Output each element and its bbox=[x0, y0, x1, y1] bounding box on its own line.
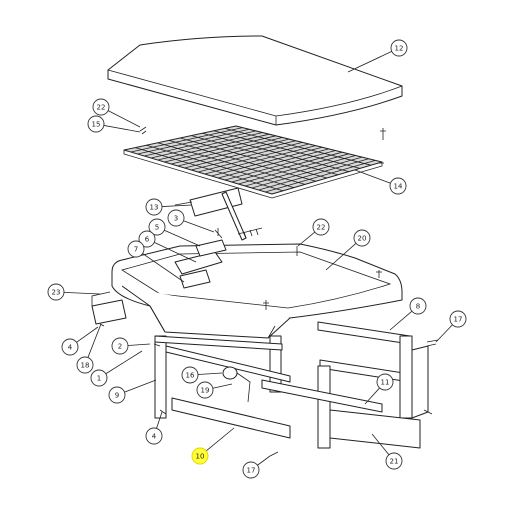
mount-bracket bbox=[174, 187, 243, 217]
callout-circle[interactable] bbox=[191, 447, 209, 465]
callout-11[interactable]: 11 bbox=[376, 373, 394, 391]
leader-line-12 bbox=[347, 51, 392, 73]
callout-circle[interactable] bbox=[409, 297, 427, 315]
callout-circle[interactable] bbox=[196, 381, 214, 399]
callout-circle[interactable] bbox=[389, 177, 407, 195]
callout-3[interactable]: 3 bbox=[167, 209, 185, 227]
leader-line-7 bbox=[142, 253, 185, 283]
leader-line-5 bbox=[164, 229, 201, 247]
leader-line-17 bbox=[257, 455, 271, 466]
frame-assembly bbox=[154, 321, 429, 449]
leader-line-3 bbox=[183, 220, 215, 233]
leader-line-14 bbox=[354, 169, 391, 184]
callout-circle[interactable] bbox=[108, 386, 126, 404]
callout-13[interactable]: 13 bbox=[145, 198, 163, 216]
callout-circle[interactable] bbox=[312, 218, 330, 236]
left-front-bracket bbox=[91, 291, 127, 325]
callout-14[interactable]: 14 bbox=[389, 177, 407, 195]
leader-line-9 bbox=[124, 379, 157, 393]
leader-line-21 bbox=[371, 433, 390, 456]
callout-15[interactable]: 15 bbox=[87, 115, 105, 133]
leader-line-22 bbox=[297, 231, 316, 247]
leader-line-17 bbox=[435, 324, 453, 343]
gate-assembly bbox=[174, 239, 227, 289]
callout-circle[interactable] bbox=[167, 209, 185, 227]
callout-circle[interactable] bbox=[127, 240, 145, 258]
callout-circle[interactable] bbox=[87, 115, 105, 133]
callout-circle[interactable] bbox=[148, 218, 166, 236]
callout-circle[interactable] bbox=[111, 337, 129, 355]
leader-line-6 bbox=[154, 242, 197, 263]
callout-20[interactable]: 20 bbox=[353, 229, 371, 247]
callout-circle[interactable] bbox=[90, 369, 108, 387]
leader-line-15 bbox=[103, 125, 141, 133]
callout-circle[interactable] bbox=[92, 98, 110, 116]
callout-17[interactable]: 17 bbox=[449, 310, 467, 328]
leader-line-20 bbox=[325, 243, 357, 271]
leader-line-8 bbox=[389, 310, 413, 331]
callout-12[interactable]: 12 bbox=[390, 39, 408, 57]
callout-23[interactable]: 23 bbox=[47, 283, 65, 301]
leader-line-18 bbox=[87, 323, 102, 358]
callout-7[interactable]: 7 bbox=[127, 240, 145, 258]
leader-line-1 bbox=[105, 350, 143, 375]
callout-circle[interactable] bbox=[353, 229, 371, 247]
callout-circle[interactable] bbox=[145, 427, 163, 445]
callout-22[interactable]: 22 bbox=[312, 218, 330, 236]
callout-circle[interactable] bbox=[376, 373, 394, 391]
callout-circle[interactable] bbox=[76, 356, 94, 374]
callout-circle[interactable] bbox=[242, 461, 260, 479]
leader-line-16 bbox=[197, 372, 223, 375]
lid-panel bbox=[107, 35, 403, 126]
callout-circle[interactable] bbox=[61, 338, 79, 356]
callout-16[interactable]: 16 bbox=[181, 366, 199, 384]
callout-8[interactable]: 8 bbox=[409, 297, 427, 315]
grate-screen bbox=[123, 125, 383, 199]
callout-circle[interactable] bbox=[47, 283, 65, 301]
leader-line-13 bbox=[161, 204, 193, 207]
callout-19[interactable]: 19 bbox=[196, 381, 214, 399]
callout-1[interactable]: 1 bbox=[90, 369, 108, 387]
hardware-marks bbox=[99, 126, 439, 457]
leader-line-2 bbox=[127, 343, 151, 346]
callout-circle[interactable] bbox=[138, 230, 156, 248]
callout-circle[interactable] bbox=[449, 310, 467, 328]
callout-17[interactable]: 17 bbox=[242, 461, 260, 479]
callout-4[interactable]: 4 bbox=[145, 427, 163, 445]
leader-line-4 bbox=[76, 326, 99, 343]
callout-21[interactable]: 21 bbox=[385, 452, 403, 470]
leader-line-10 bbox=[205, 427, 235, 452]
motor-unit bbox=[222, 366, 251, 403]
callout-2[interactable]: 2 bbox=[111, 337, 129, 355]
callout-9[interactable]: 9 bbox=[108, 386, 126, 404]
callout-22[interactable]: 22 bbox=[92, 98, 110, 116]
callout-circle[interactable] bbox=[390, 39, 408, 57]
leader-line-11 bbox=[364, 387, 380, 405]
callout-18[interactable]: 18 bbox=[76, 356, 94, 374]
callout-10[interactable]: 10 bbox=[191, 447, 209, 465]
leader-line-22 bbox=[107, 110, 141, 128]
callout-circle[interactable] bbox=[385, 452, 403, 470]
leader-line-4 bbox=[156, 411, 163, 429]
hopper-body bbox=[111, 243, 403, 339]
callout-circle[interactable] bbox=[181, 366, 199, 384]
leader-line-19 bbox=[212, 383, 233, 389]
leader-line-23 bbox=[63, 291, 101, 295]
callout-4[interactable]: 4 bbox=[61, 338, 79, 356]
agitator-rod bbox=[221, 191, 263, 241]
callout-circle[interactable] bbox=[145, 198, 163, 216]
